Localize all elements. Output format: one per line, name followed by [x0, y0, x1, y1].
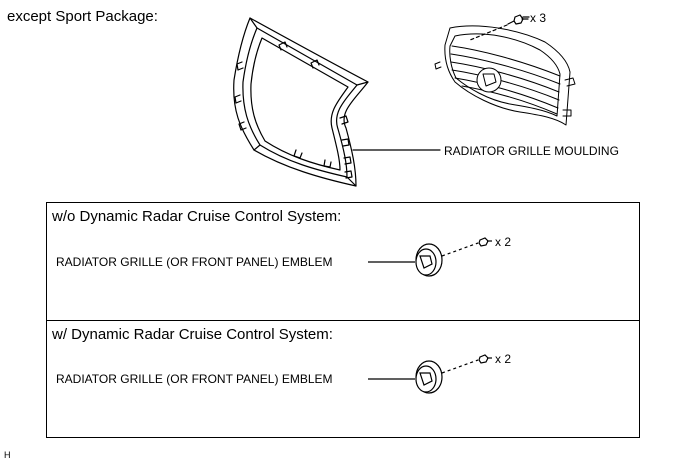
panel2-emblem-drawing	[368, 354, 492, 394]
panel-title: w/o Dynamic Radar Cruise Control System:	[52, 208, 342, 225]
clip-quantity-label: x 3	[530, 11, 547, 25]
figure-mark: H	[4, 450, 11, 460]
panel1-emblem-drawing	[368, 237, 492, 277]
section-title: except Sport Package:	[7, 8, 158, 25]
clip-x3-leader-dashed	[469, 24, 508, 41]
clip-x3-drawing	[507, 14, 529, 25]
panel-title: w/ Dynamic Radar Cruise Control System:	[52, 326, 333, 343]
emblem-fastener-quantity: x 2	[495, 235, 512, 249]
radiator-grille-moulding-drawing	[233, 17, 369, 187]
emblem-label: RADIATOR GRILLE (OR FRONT PANEL) EMBLEM	[56, 255, 333, 269]
radiator-grille-drawing	[434, 25, 576, 126]
emblem-label: RADIATOR GRILLE (OR FRONT PANEL) EMBLEM	[56, 372, 333, 386]
panel-with-radar-cruise: w/ Dynamic Radar Cruise Control System:	[46, 320, 640, 438]
emblem-fastener-quantity: x 2	[495, 352, 512, 366]
moulding-label: RADIATOR GRILLE MOULDING	[444, 144, 619, 158]
